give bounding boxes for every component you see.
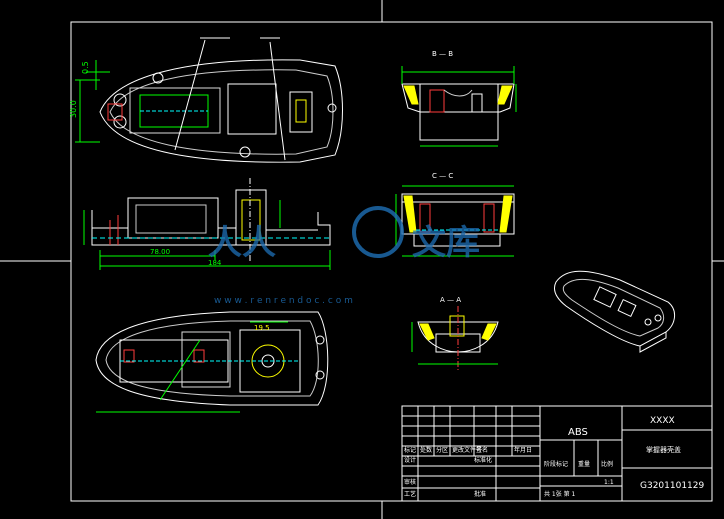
tb-row1-mark: 标记 (404, 446, 416, 454)
tb-part-code: XXXX (650, 416, 675, 426)
title-block (401, 405, 713, 502)
section-cc-view (395, 185, 515, 257)
tb-sheets: 共 1张 第 1 (544, 490, 576, 498)
bottom-view (95, 311, 329, 413)
tb-drawing-number: G3201101129 (640, 481, 705, 491)
tb-row1-sign: 签名 (476, 446, 488, 454)
section-bb-label: B — B (432, 50, 453, 58)
front-section-view (83, 178, 331, 270)
dim-05: 0.5 (81, 61, 90, 74)
tb-part-name: 掌握器壳盖 (646, 445, 681, 454)
tb-row1-count: 处数 (420, 446, 432, 454)
dim-195: 19.5 (254, 324, 270, 332)
section-cc-label: C — C (432, 172, 453, 180)
watermark-url: w w w . r e n r e n d o c . c o m (214, 296, 353, 306)
tb-approve-label: 批准 (474, 490, 486, 498)
tb-design-label: 设计 (404, 456, 416, 464)
dim-7800: 78.00 (150, 248, 170, 256)
watermark: 人人 文库 w w w . r e n r e n d o c . c o m (208, 206, 480, 306)
tb-weight-label: 重量 (578, 460, 590, 468)
watermark-right-text: 文库 (412, 223, 480, 263)
section-bb-view (401, 66, 517, 147)
isometric-view (553, 270, 675, 353)
tb-material: ABS (568, 427, 588, 438)
tb-stage-label: 阶段标记 (544, 460, 568, 468)
top-view (75, 37, 343, 163)
watermark-left-text: 人人 (208, 223, 276, 263)
tb-process-label: 工艺 (404, 490, 416, 498)
dim-300: 30.0 (69, 100, 78, 118)
dim-184: 184 (208, 259, 222, 267)
tb-row1-zone: 分区 (436, 446, 448, 454)
tb-row1-file: 更改文件号 (452, 446, 482, 454)
tb-review-label: 审核 (404, 478, 416, 486)
tb-scale-value: 1:1 (604, 479, 614, 486)
section-aa-label: A — A (440, 296, 461, 304)
watermark-logo-icon (352, 206, 404, 258)
tb-standard-label: 标准化 (474, 456, 492, 464)
section-aa-view (411, 306, 499, 372)
tb-row1-date: 年月日 (514, 446, 532, 454)
tb-scale-label: 比例 (601, 460, 613, 468)
